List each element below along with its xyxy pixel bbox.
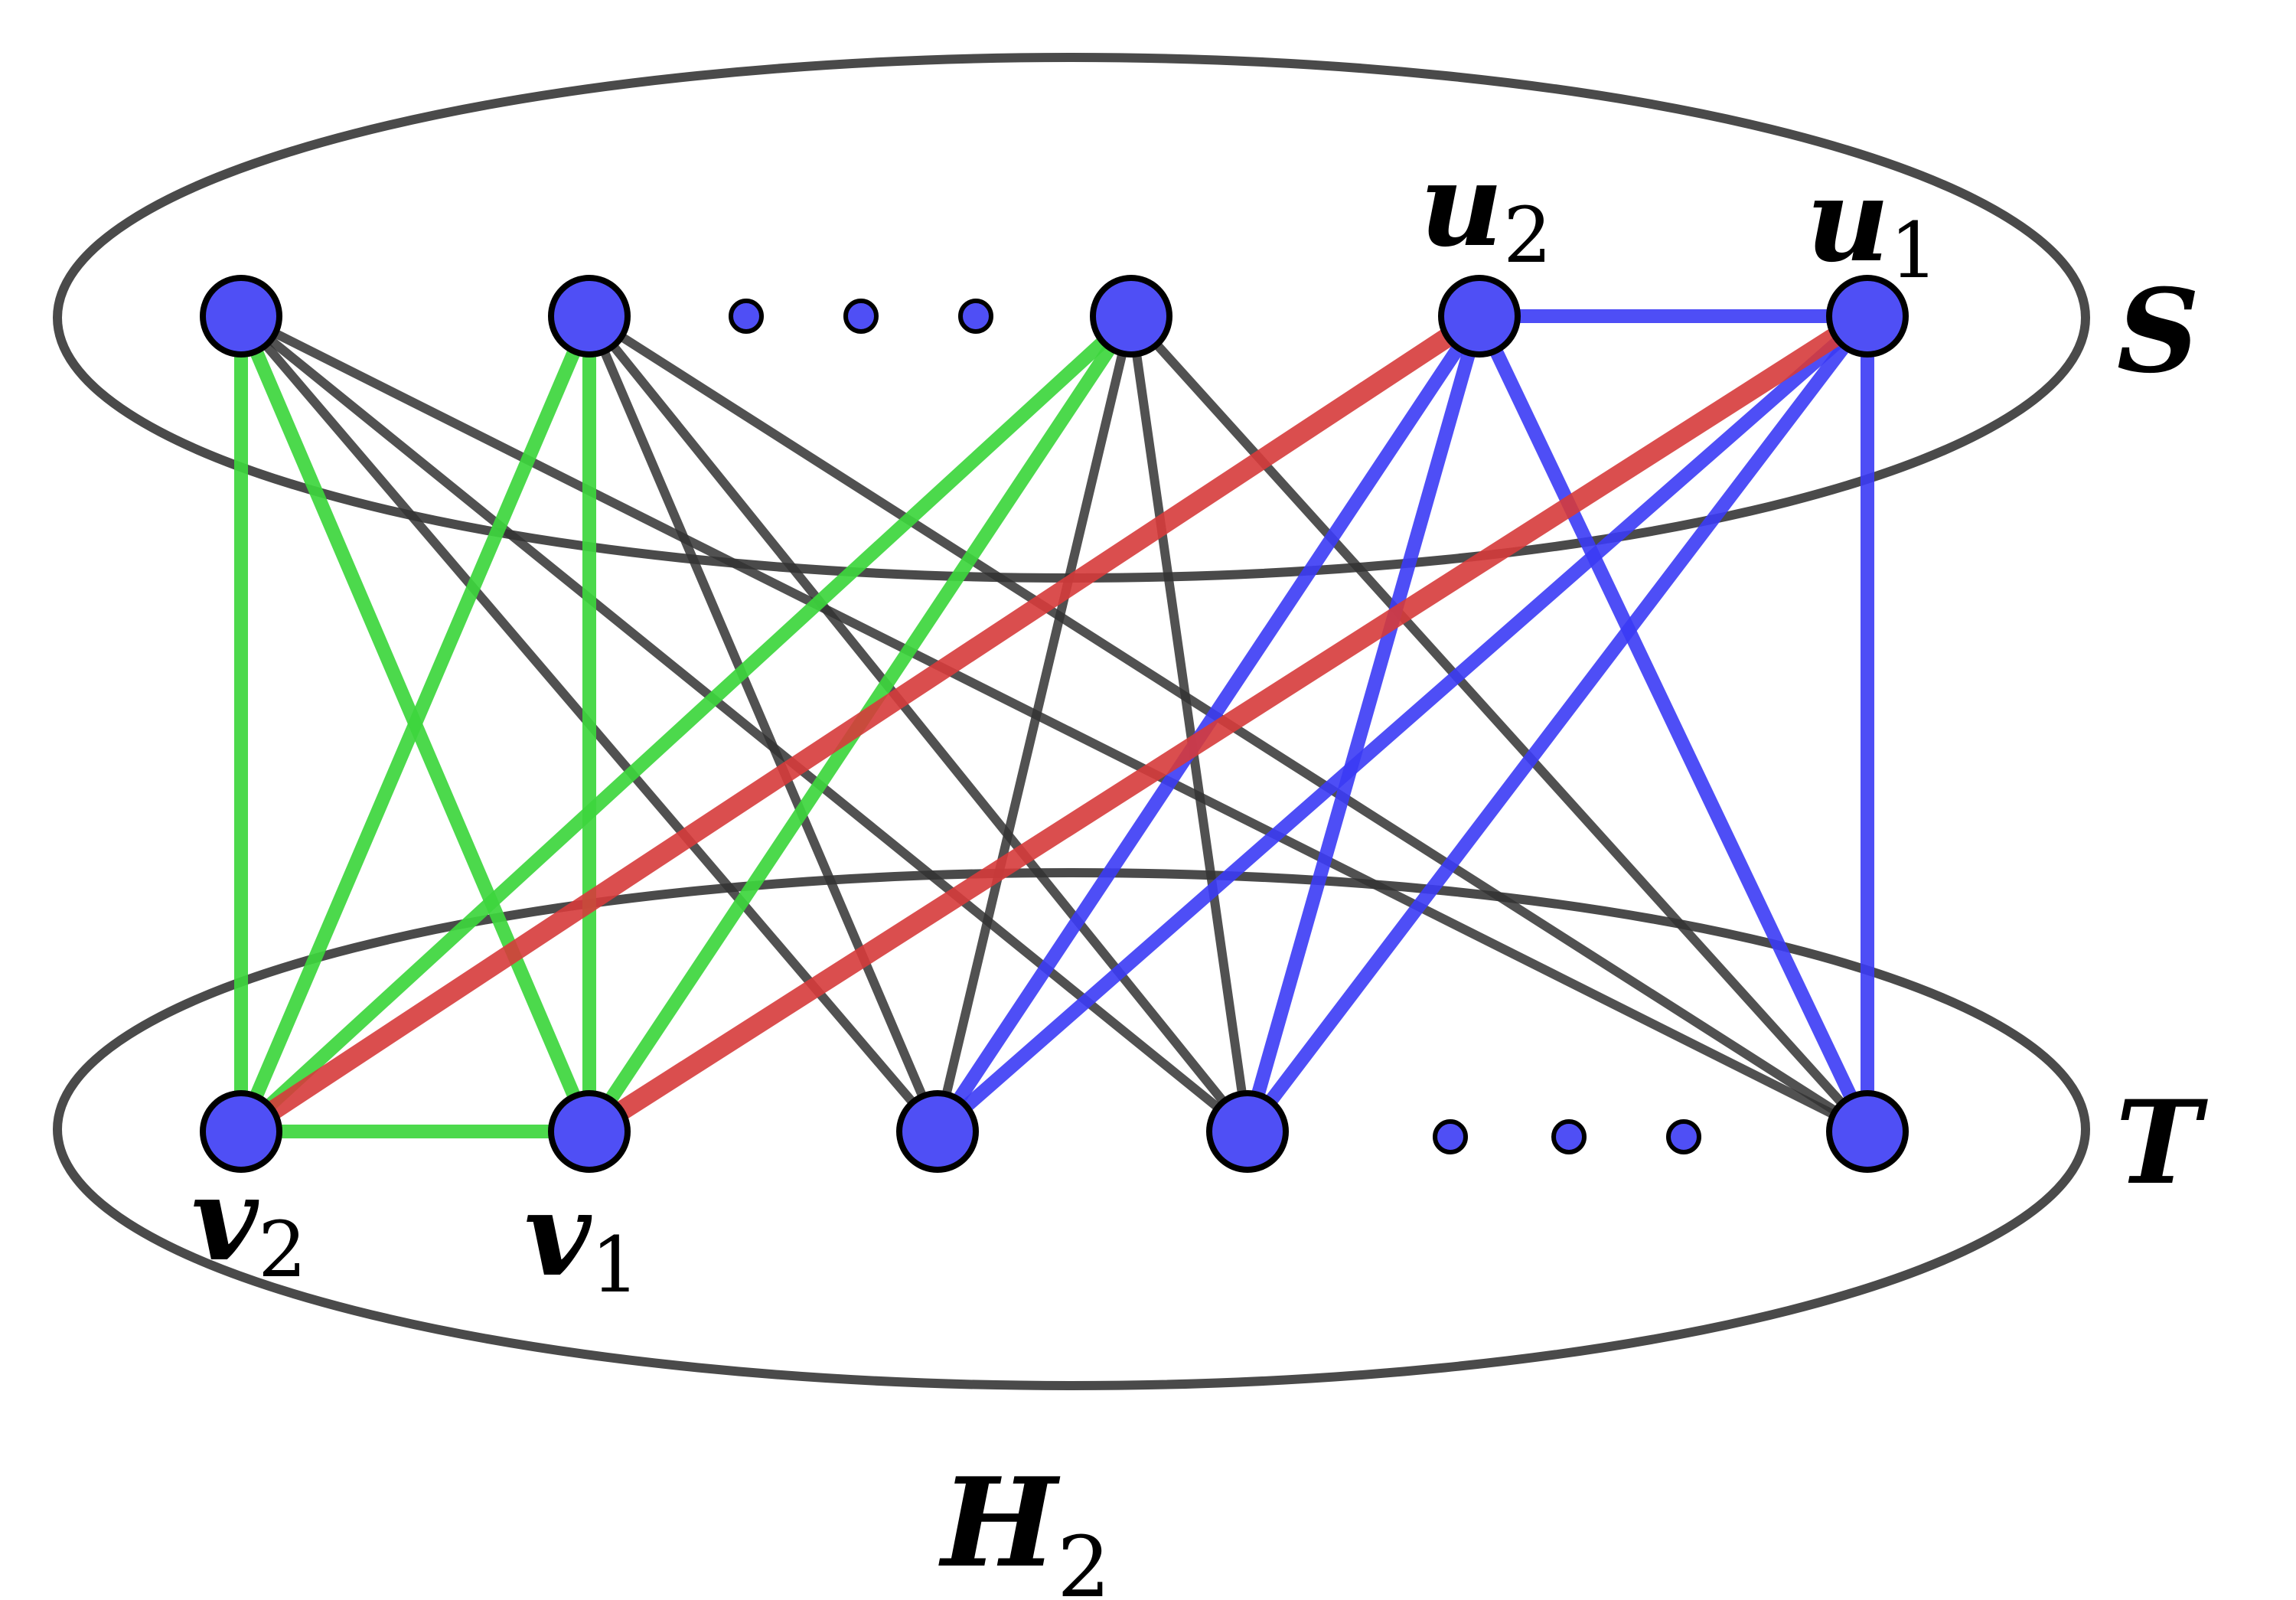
- edge-s2-v2-green: [234, 313, 596, 1135]
- edge-s3-v2-green: [236, 311, 1137, 1137]
- ellipsis-dot-s-3: [958, 299, 993, 334]
- edge-u2-t5-blue: [1473, 313, 1874, 1135]
- graph-label: H2: [938, 1451, 1110, 1600]
- vertex-u1: [1826, 275, 1909, 358]
- ellipsis-dot-t-3: [1666, 1119, 1701, 1154]
- vertex-label-v1: v1: [524, 1167, 640, 1310]
- edge-s2-t3-black: [585, 314, 942, 1134]
- ellipsis-dot-s-2: [843, 299, 879, 334]
- edge-u2-v2-red: [235, 308, 1486, 1140]
- vertex-label-u2: u2: [1420, 138, 1552, 280]
- vertex-t5: [1826, 1090, 1909, 1173]
- vertex-t3: [896, 1090, 979, 1173]
- vertex-label-u1-base: u: [1806, 153, 1890, 288]
- vertex-label-u1-sub: 1: [1890, 206, 1939, 296]
- vertex-t4: [1206, 1090, 1289, 1173]
- graph-label-base: H: [938, 1451, 1061, 1595]
- vertex-label-v2-sub: 2: [258, 1205, 307, 1295]
- set-label-s: S: [2117, 264, 2200, 399]
- vertex-label-v1-sub: 1: [591, 1220, 640, 1310]
- vertex-v2: [200, 1090, 282, 1173]
- vertex-s2: [548, 275, 631, 358]
- edge-u1-t3-blue: [933, 311, 1872, 1137]
- vertex-s3: [1090, 275, 1172, 358]
- edge-s3-t4-black: [1127, 315, 1252, 1132]
- edge-s3-t3-black: [933, 315, 1136, 1133]
- vertex-label-u2-sub: 2: [1503, 191, 1552, 280]
- edge-u2-t4-blue: [1241, 314, 1486, 1134]
- set-label-t: T: [2115, 1076, 2208, 1210]
- vertex-s1: [200, 275, 282, 358]
- vertex-label-v2-base: v: [191, 1152, 259, 1287]
- vertex-label-u2-base: u: [1420, 138, 1503, 273]
- vertex-label-u1: u1: [1806, 153, 1939, 296]
- set-t-ellipse: [53, 868, 2090, 1390]
- edge-u1-t4-blue: [1241, 312, 1874, 1136]
- vertex-u2: [1438, 275, 1521, 358]
- ellipsis-dot-t-2: [1551, 1119, 1587, 1154]
- ellipsis-dot-s-1: [729, 299, 764, 334]
- vertex-label-v1-base: v: [524, 1167, 592, 1302]
- edge-s1-t5-black: [239, 312, 1870, 1136]
- edge-u2-t3-blue: [931, 312, 1486, 1135]
- vertex-v1: [548, 1090, 631, 1173]
- edge-s1-t4-black: [238, 312, 1251, 1135]
- graph-label-sub: 2: [1057, 1518, 1110, 1600]
- edge-s3-t5-black: [1127, 312, 1871, 1135]
- edge-u1-v1-red: [584, 308, 1873, 1140]
- edge-s2-t4-black: [585, 313, 1251, 1135]
- ellipsis-dot-t-1: [1433, 1119, 1468, 1154]
- vertex-label-v2: v2: [191, 1152, 307, 1295]
